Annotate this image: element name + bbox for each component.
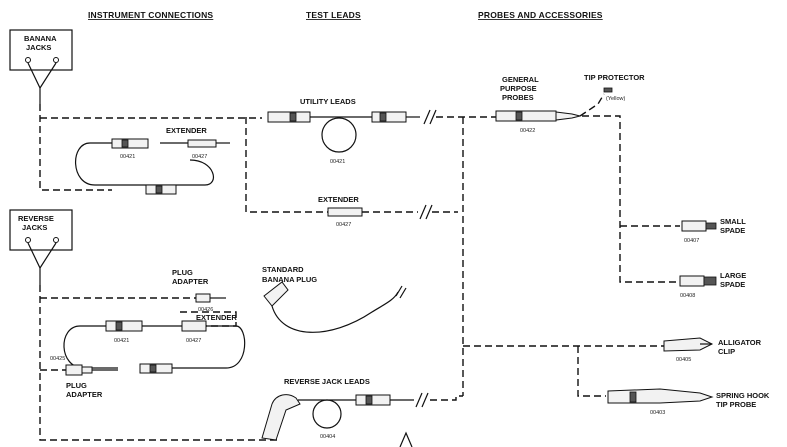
pn-00421-a: 00421 [120, 154, 135, 160]
pn-00408: 00408 [680, 293, 695, 299]
banana-plug-label-2: BANANA PLUG [262, 275, 317, 284]
large-spade-label-1: LARGE [720, 271, 746, 280]
pn-00403: 00403 [650, 410, 665, 416]
small-spade: 00407 SMALL SPADE [681, 217, 746, 244]
banana-jacks-label-2: JACKS [26, 43, 51, 52]
utility-leads-label: UTILITY LEADS [300, 97, 356, 106]
small-spade-label-1: SMALL [720, 217, 746, 226]
plug-adapter-bot-label-2: ADAPTER [66, 390, 103, 399]
pn-00425: 00425 [50, 356, 65, 362]
small-spade-label-2: SPADE [720, 226, 745, 235]
standard-banana-plug: STANDARD BANANA PLUG [262, 265, 407, 333]
pn-00426-a: 00426 [198, 307, 213, 313]
extender-bot-label: EXTENDER [196, 313, 237, 322]
pn-00405: 00405 [676, 357, 691, 363]
plug-adapter-top: PLUG ADAPTER 00426 [172, 268, 226, 313]
reverse-jack-leads: REVERSE JACK LEADS 00404 [261, 377, 429, 441]
general-purpose-probes: GENERAL PURPOSE PROBES 00422 [495, 75, 581, 134]
pn-00407: 00407 [684, 238, 699, 244]
header-instrument-connections: INSTRUMENT CONNECTIONS [88, 10, 213, 20]
header-probes-accessories: PROBES AND ACCESSORIES [478, 10, 603, 20]
utility-leads: UTILITY LEADS 00421 [267, 97, 437, 165]
reverse-jack-leads-label: REVERSE JACK LEADS [284, 377, 370, 386]
extender-mid-label: EXTENDER [318, 195, 359, 204]
spring-hook-label-2: TIP PROBE [716, 400, 756, 409]
extender-mid: EXTENDER 00427 [318, 195, 363, 228]
plug-adapter-bottom: 00425 PLUG ADAPTER [50, 356, 118, 399]
reverse-jacks-label-1: REVERSE [18, 214, 54, 223]
tip-protector: TIP PROTECTOR (Yellow) [579, 73, 645, 117]
extender-assembly-top: EXTENDER 00421 00427 [75, 126, 230, 195]
pn-00421-b: 00421 [330, 159, 345, 165]
large-spade-label-2: SPADE [720, 280, 745, 289]
pn-00422: 00422 [520, 128, 535, 134]
page-fold-mark [399, 431, 413, 447]
banana-connection-line [39, 104, 112, 191]
banana-jacks-label-1: BANANA [24, 34, 57, 43]
alligator-label-1: ALLIGATOR [718, 338, 762, 347]
gp-probes-label-2: PURPOSE [500, 84, 537, 93]
pn-00427-c: 00427 [186, 338, 201, 344]
plug-adapter-top-label-2: ADAPTER [172, 277, 209, 286]
reverse-jacks-box: REVERSE JACKS [9, 209, 73, 285]
gp-probes-label-3: PROBES [502, 93, 534, 102]
spring-hook-tip-probe: 00403 SPRING HOOK TIP PROBE [607, 388, 770, 416]
tip-protector-label: TIP PROTECTOR [584, 73, 645, 82]
tip-protector-note: (Yellow) [606, 96, 626, 102]
alligator-clip: 00405 ALLIGATOR CLIP [663, 337, 762, 363]
spring-hook-label-1: SPRING HOOK [716, 391, 770, 400]
header-test-leads: TEST LEADS [306, 10, 361, 20]
banana-jacks-box: BANANA JACKS [9, 29, 73, 104]
plug-adapter-bot-label-1: PLUG [66, 381, 87, 390]
pn-00427-b: 00427 [336, 222, 351, 228]
gp-probes-label-1: GENERAL [502, 75, 539, 84]
extender-top-label: EXTENDER [166, 126, 207, 135]
pn-00421-c: 00421 [114, 338, 129, 344]
banana-plug-label-1: STANDARD [262, 265, 304, 274]
reverse-jacks-label-2: JACKS [22, 223, 47, 232]
pn-00427-a: 00427 [192, 154, 207, 160]
extender-assembly-bottom: EXTENDER 00421 00427 [63, 311, 246, 374]
large-spade: 00408 LARGE SPADE [679, 271, 746, 299]
alligator-label-2: CLIP [718, 347, 735, 356]
plug-adapter-top-label-1: PLUG [172, 268, 193, 277]
pn-00404: 00404 [320, 434, 335, 440]
